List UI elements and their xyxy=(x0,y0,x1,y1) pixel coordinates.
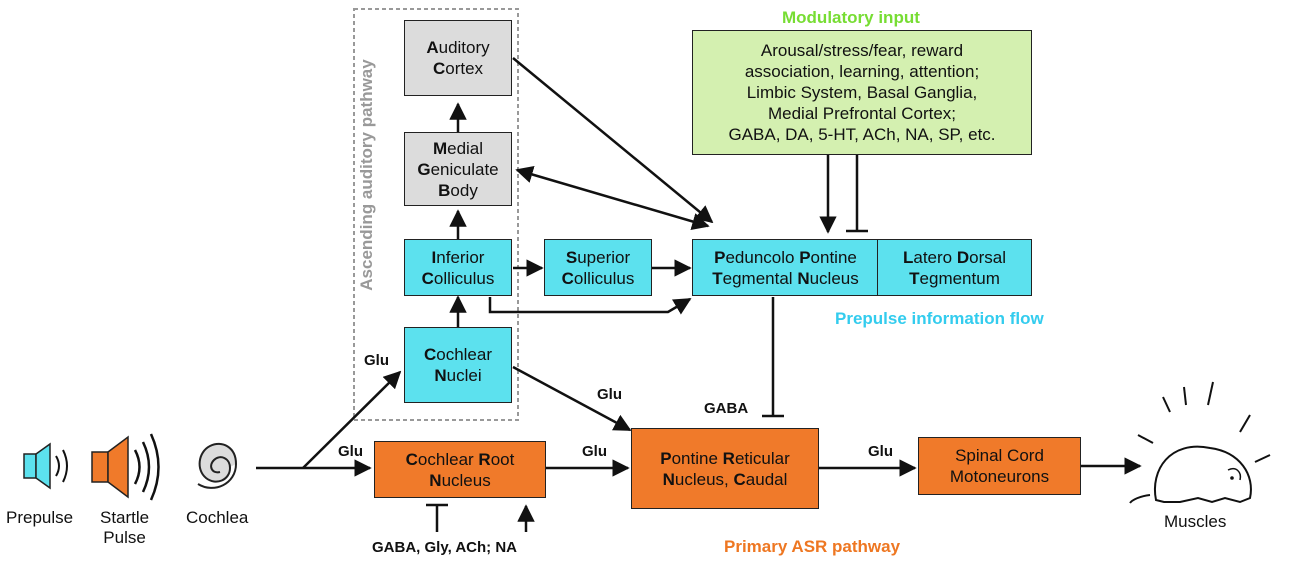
ppt-line-2: Tegmental Nucleus xyxy=(712,268,859,288)
crn-line-1: Cochlear Root xyxy=(405,449,515,469)
edge-split-to-cochlear-nuclei xyxy=(302,370,402,469)
sc-line-1: Superior xyxy=(565,247,631,267)
ic-line-1: Inferior xyxy=(431,247,485,267)
ldt-line-2: Tegmentum xyxy=(909,268,1000,288)
edge-cn-to-pnc xyxy=(512,365,632,432)
prepulse-flow-title: Prepulse information flow xyxy=(835,309,1044,328)
pontine-reticular-nucleus-node: Pontine Reticular Nucleus, Caudal xyxy=(631,428,819,509)
glu-label-crn: Glu xyxy=(338,443,363,460)
startle-speaker-icon xyxy=(91,433,160,501)
crn-modulators-label: GABA, Gly, ACh; NA xyxy=(372,539,517,556)
edge-ic-to-ppt xyxy=(488,297,692,315)
startle-caption-line-2: Pulse xyxy=(103,528,146,547)
mgb-line-2: Geniculate xyxy=(417,159,499,179)
edge-mgb-ppt xyxy=(515,166,710,230)
crn-line-2: Nucleus xyxy=(429,470,491,490)
peduncolo-pontine-node: Peduncolo Pontine Tegmental Nucleus xyxy=(692,239,879,296)
mn-line-1: Spinal Cord xyxy=(955,446,1044,465)
mgb-line-3: Body xyxy=(438,180,478,200)
superior-colliculus-node: Superior Colliculus xyxy=(544,239,652,296)
pnc-line-2: Nucleus, Caudal xyxy=(662,469,788,489)
glu-label-pnc-mn: Glu xyxy=(868,443,893,460)
cochlea-icon xyxy=(197,442,237,489)
ascending-pathway-title: Ascending auditory pathway xyxy=(357,59,376,291)
modulatory-line-3: Limbic System, Basal Ganglia, xyxy=(746,83,978,102)
prepulse-speaker-icon xyxy=(23,442,68,490)
muscles-rat-icon xyxy=(1129,381,1271,504)
glu-label-cn-pnc: Glu xyxy=(597,386,622,403)
mgb-line-1: Medial xyxy=(432,138,484,158)
prepulse-caption: Prepulse xyxy=(6,508,74,527)
medial-geniculate-body-node: Medial Geniculate Body xyxy=(404,132,512,206)
cochlear-nuclei-node: Cochlear Nuclei xyxy=(404,327,512,403)
modulatory-line-2: association, learning, attention; xyxy=(744,62,980,81)
modulatory-input-node: Arousal/stress/fear, reward association,… xyxy=(692,30,1032,155)
spinal-cord-motoneurons-node: Spinal Cord Motoneurons xyxy=(918,437,1081,495)
ppt-line-1: Peduncolo Pontine xyxy=(714,247,857,267)
cochlea-caption: Cochlea xyxy=(186,508,249,527)
inferior-colliculus-node: Inferior Colliculus xyxy=(404,239,512,296)
cn-line-1: Cochlear xyxy=(423,345,493,364)
auditory-cortex-line-1: Auditory xyxy=(426,38,490,57)
cn-line-2: Nuclei xyxy=(434,366,482,385)
cochlear-root-nucleus-node: Cochlear Root Nucleus xyxy=(374,441,546,498)
sc-line-2: Colliculus xyxy=(561,268,635,288)
latero-dorsal-tegmentum-node: Latero Dorsal Tegmentum xyxy=(877,239,1032,296)
modulatory-line-5: GABA, DA, 5-HT, ACh, NA, SP, etc. xyxy=(728,125,996,144)
gaba-label-ppt: GABA xyxy=(704,400,749,417)
modulatory-input-title: Modulatory input xyxy=(782,8,920,27)
mn-line-2: Motoneurons xyxy=(949,467,1050,486)
primary-asr-title: Primary ASR pathway xyxy=(724,537,901,556)
startle-pulse-caption: Startle Pulse xyxy=(100,508,149,548)
glu-label-cochlear-nuclei: Glu xyxy=(364,352,389,369)
muscles-caption: Muscles xyxy=(1164,512,1227,531)
modulatory-line-1: Arousal/stress/fear, reward xyxy=(760,41,964,60)
modulatory-line-4: Medial Prefrontal Cortex; xyxy=(767,104,957,123)
startle-caption-line-1: Startle xyxy=(100,508,150,527)
auditory-cortex-line-2: Cortex xyxy=(432,59,484,78)
pnc-line-1: Pontine Reticular xyxy=(660,448,790,468)
glu-label-crn-pnc: Glu xyxy=(582,443,607,460)
ic-line-2: Colliculus xyxy=(421,268,495,288)
auditory-cortex-node: Auditory Cortex xyxy=(404,20,512,96)
ldt-line-1: Latero Dorsal xyxy=(902,247,1006,267)
